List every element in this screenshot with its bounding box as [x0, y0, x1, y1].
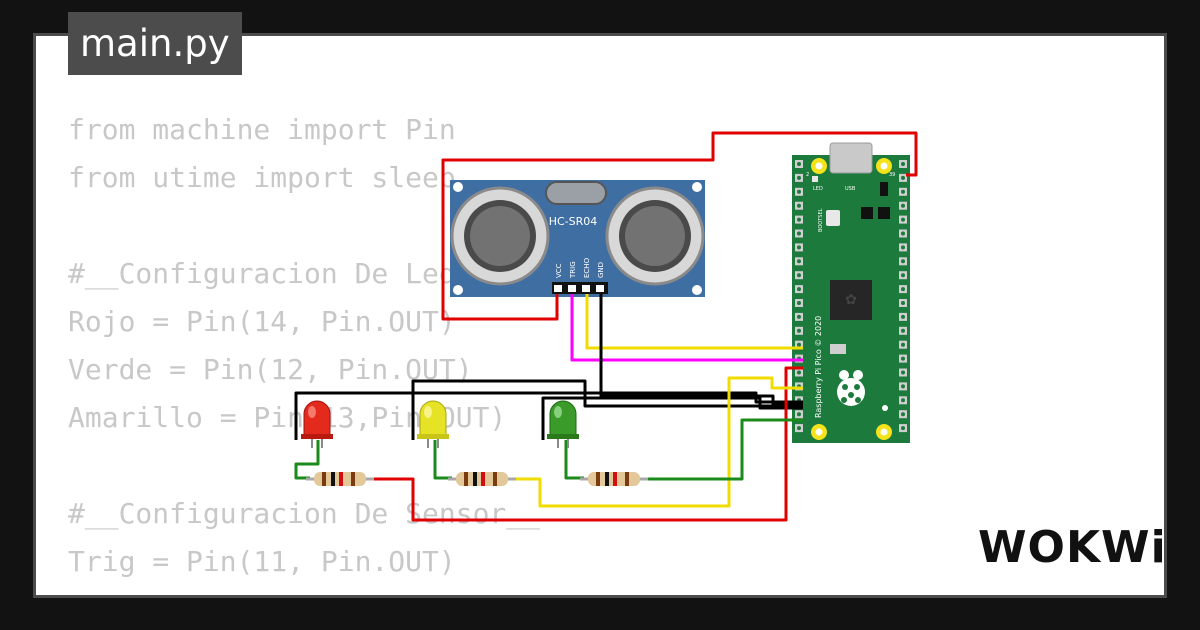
- pico-pin-hole: [797, 342, 801, 347]
- pico-pin-hole: [797, 412, 801, 417]
- sensor-label: HC-SR04: [549, 215, 598, 228]
- pico-pin-hole: [901, 356, 905, 361]
- pico-pin-hole: [901, 398, 905, 403]
- pico-pin-hole: [901, 203, 905, 208]
- code-line: #__Configuracion De Sensor__: [68, 497, 541, 530]
- pico-pin-hole: [901, 245, 905, 250]
- wire-black-gnd-yellow-led[interactable]: [411, 379, 803, 440]
- pico-label: Raspberry Pi Pico © 2020: [814, 316, 823, 418]
- pico-pin-hole: [901, 259, 905, 264]
- code-line: Verde = Pin(12, Pin.OUT): [68, 353, 473, 386]
- hc-sr04-sensor[interactable]: HC-SR04 VCC TRIG ECHO GND: [450, 180, 705, 297]
- led-green[interactable]: [547, 400, 579, 448]
- pico-pin-hole: [797, 259, 801, 264]
- bootsel-button[interactable]: [826, 210, 840, 226]
- file-tab[interactable]: main.py: [68, 12, 242, 75]
- resistor-yellow-led[interactable]: [448, 472, 516, 486]
- pico-pin-hole: [797, 217, 801, 222]
- pico-pin-hole: [797, 328, 801, 333]
- pico-pin-hole: [901, 287, 905, 292]
- led-yellow[interactable]: [417, 400, 449, 448]
- pico-pin-hole: [797, 203, 801, 208]
- sensor-pin-gnd: GND: [597, 262, 605, 278]
- wire-green-yellow-led[interactable]: [433, 440, 452, 480]
- pico-pin-hole: [797, 426, 801, 431]
- pico-pin-number-left: 2: [806, 172, 809, 178]
- wire-green-red-led[interactable]: [294, 440, 320, 480]
- pico-pin-hole: [797, 189, 801, 194]
- pico-pin-hole: [797, 273, 801, 278]
- raspberry-logo-icon: ✿: [845, 292, 857, 308]
- pico-pin-hole: [901, 189, 905, 194]
- code-line: from machine import Pin: [68, 113, 456, 146]
- pico-pin-hole: [901, 370, 905, 375]
- wire-red-resistor-1[interactable]: [370, 366, 803, 522]
- pico-board[interactable]: LED USB 2 39 BOOTSEL ✿ Raspberry Pi Pico…: [792, 142, 910, 443]
- pico-pin-hole: [797, 245, 801, 250]
- pico-pin-hole: [797, 287, 801, 292]
- pico-pin-hole: [797, 231, 801, 236]
- wokwi-logo: WOKWi: [978, 522, 1167, 573]
- pico-pin-hole: [901, 314, 905, 319]
- pico-pin-hole: [901, 175, 905, 180]
- pico-led-label: LED: [813, 186, 823, 192]
- pico-pin-hole: [901, 231, 905, 236]
- pico-pin-hole: [901, 273, 905, 278]
- sensor-pin-vcc: VCC: [555, 263, 563, 278]
- wire-black-gnd-sensor[interactable]: [599, 294, 803, 406]
- raspberry-pi-logo-icon: [837, 370, 865, 406]
- pico-pin-hole: [797, 314, 801, 319]
- pico-pin-hole: [797, 162, 801, 166]
- pico-pin-hole: [797, 175, 801, 180]
- pico-pin-hole: [901, 217, 905, 222]
- resistor-green-led[interactable]: [580, 472, 648, 486]
- sensor-pin-echo: ECHO: [583, 257, 591, 278]
- pico-pin-hole: [901, 426, 905, 431]
- pico-pin-number-right: 39: [889, 172, 895, 178]
- wire-red-vcc[interactable]: [441, 131, 918, 321]
- code-line: Trig = Pin(11, Pin.OUT): [68, 545, 456, 578]
- sensor-pin-trig: TRIG: [569, 261, 577, 279]
- resistor-red-led[interactable]: [306, 472, 374, 486]
- rp2040-chip: [830, 280, 872, 320]
- led-red[interactable]: [301, 400, 333, 448]
- wire-yellow-echo[interactable]: [585, 294, 803, 350]
- code-line: from utime import sleep: [68, 161, 456, 194]
- wire-green-resistor-3[interactable]: [642, 418, 803, 481]
- diagram-card: from machine import Pin from utime import…: [33, 33, 1167, 598]
- pico-pin-hole: [797, 370, 801, 375]
- code-preview: from machine import Pin from utime import…: [68, 106, 541, 595]
- code-line: Rojo = Pin(14, Pin.OUT): [68, 305, 456, 338]
- code-line: Echo = Pin(10, Pin.IN): [68, 586, 540, 595]
- pico-pin-hole: [901, 328, 905, 333]
- pico-pin-hole: [901, 412, 905, 417]
- wire-green-green-led[interactable]: [564, 440, 584, 480]
- wire-magenta-trig[interactable]: [570, 294, 803, 362]
- pico-pin-hole: [901, 301, 905, 305]
- pico-bootsel-label: BOOTSEL: [818, 208, 824, 232]
- pico-pin-hole: [901, 342, 905, 347]
- wire-black-gnd-green-led[interactable]: [541, 396, 803, 440]
- pico-pin-hole: [901, 162, 905, 166]
- pico-usb-label: USB: [845, 186, 856, 192]
- pico-pin-hole: [797, 301, 801, 305]
- wire-yellow-resistor-2[interactable]: [512, 376, 803, 508]
- pico-pin-hole: [901, 384, 905, 389]
- wire-black-gnd-red-led[interactable]: [294, 391, 803, 440]
